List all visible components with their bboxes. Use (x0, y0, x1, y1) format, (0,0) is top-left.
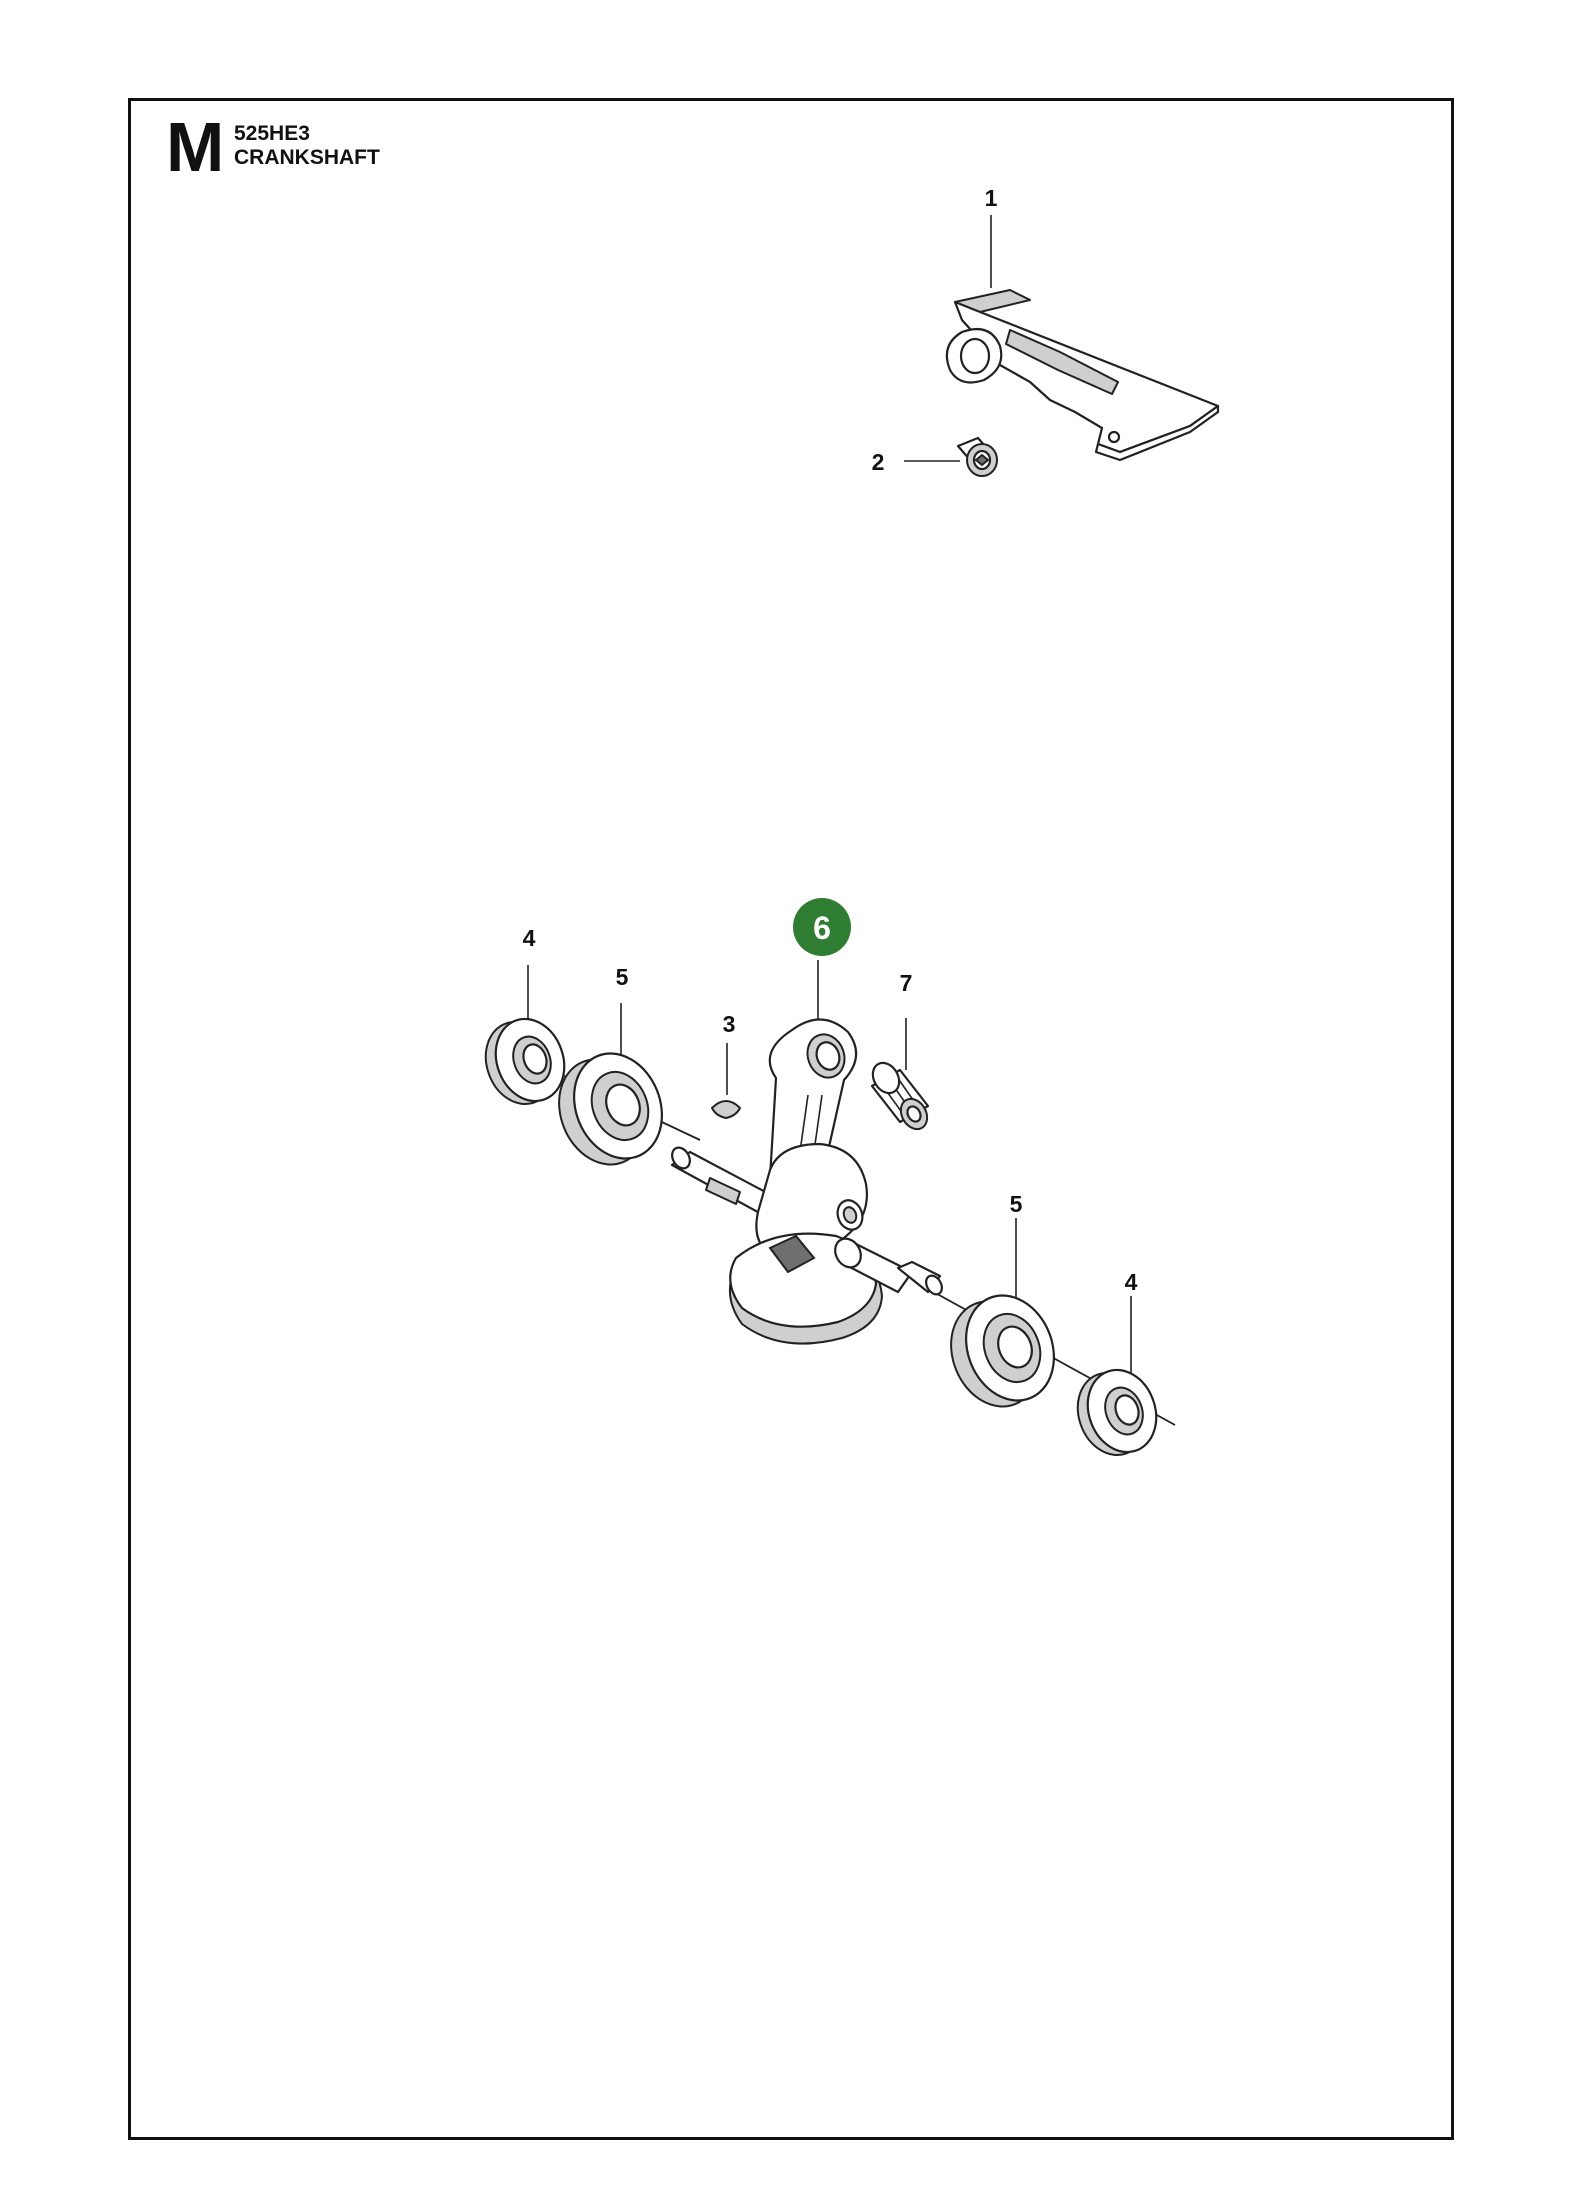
callout-6[interactable]: 6 (813, 910, 831, 946)
part-4-seal-right (1076, 1296, 1158, 1457)
part-5-bearing-left (558, 1003, 663, 1166)
part-1-cover (945, 215, 1220, 462)
callout-2[interactable]: 2 (872, 449, 885, 475)
callout-3[interactable]: 3 (723, 1011, 736, 1037)
callout-4-right[interactable]: 4 (1125, 1269, 1138, 1295)
part-6-crankshaft (670, 960, 943, 1345)
model-number: 525HE3 (234, 122, 310, 145)
page-title: CRANKSHAFT (234, 146, 380, 169)
callout-4-left[interactable]: 4 (523, 925, 536, 951)
callout-5-left[interactable]: 5 (616, 964, 629, 990)
part-2-screw (904, 436, 998, 477)
part-5-bearing-right (950, 1218, 1055, 1408)
callout-7[interactable]: 7 (900, 970, 913, 996)
part-3-key (711, 1043, 741, 1119)
part-7-needle-bearing (870, 1018, 930, 1131)
callout-1[interactable]: 1 (985, 185, 998, 211)
callout-6-highlight-badge[interactable] (793, 898, 851, 956)
page-frame (128, 98, 1454, 2140)
part-4-seal-left (484, 965, 566, 1106)
callout-5-right[interactable]: 5 (1010, 1191, 1023, 1217)
section-letter: M (166, 108, 224, 186)
